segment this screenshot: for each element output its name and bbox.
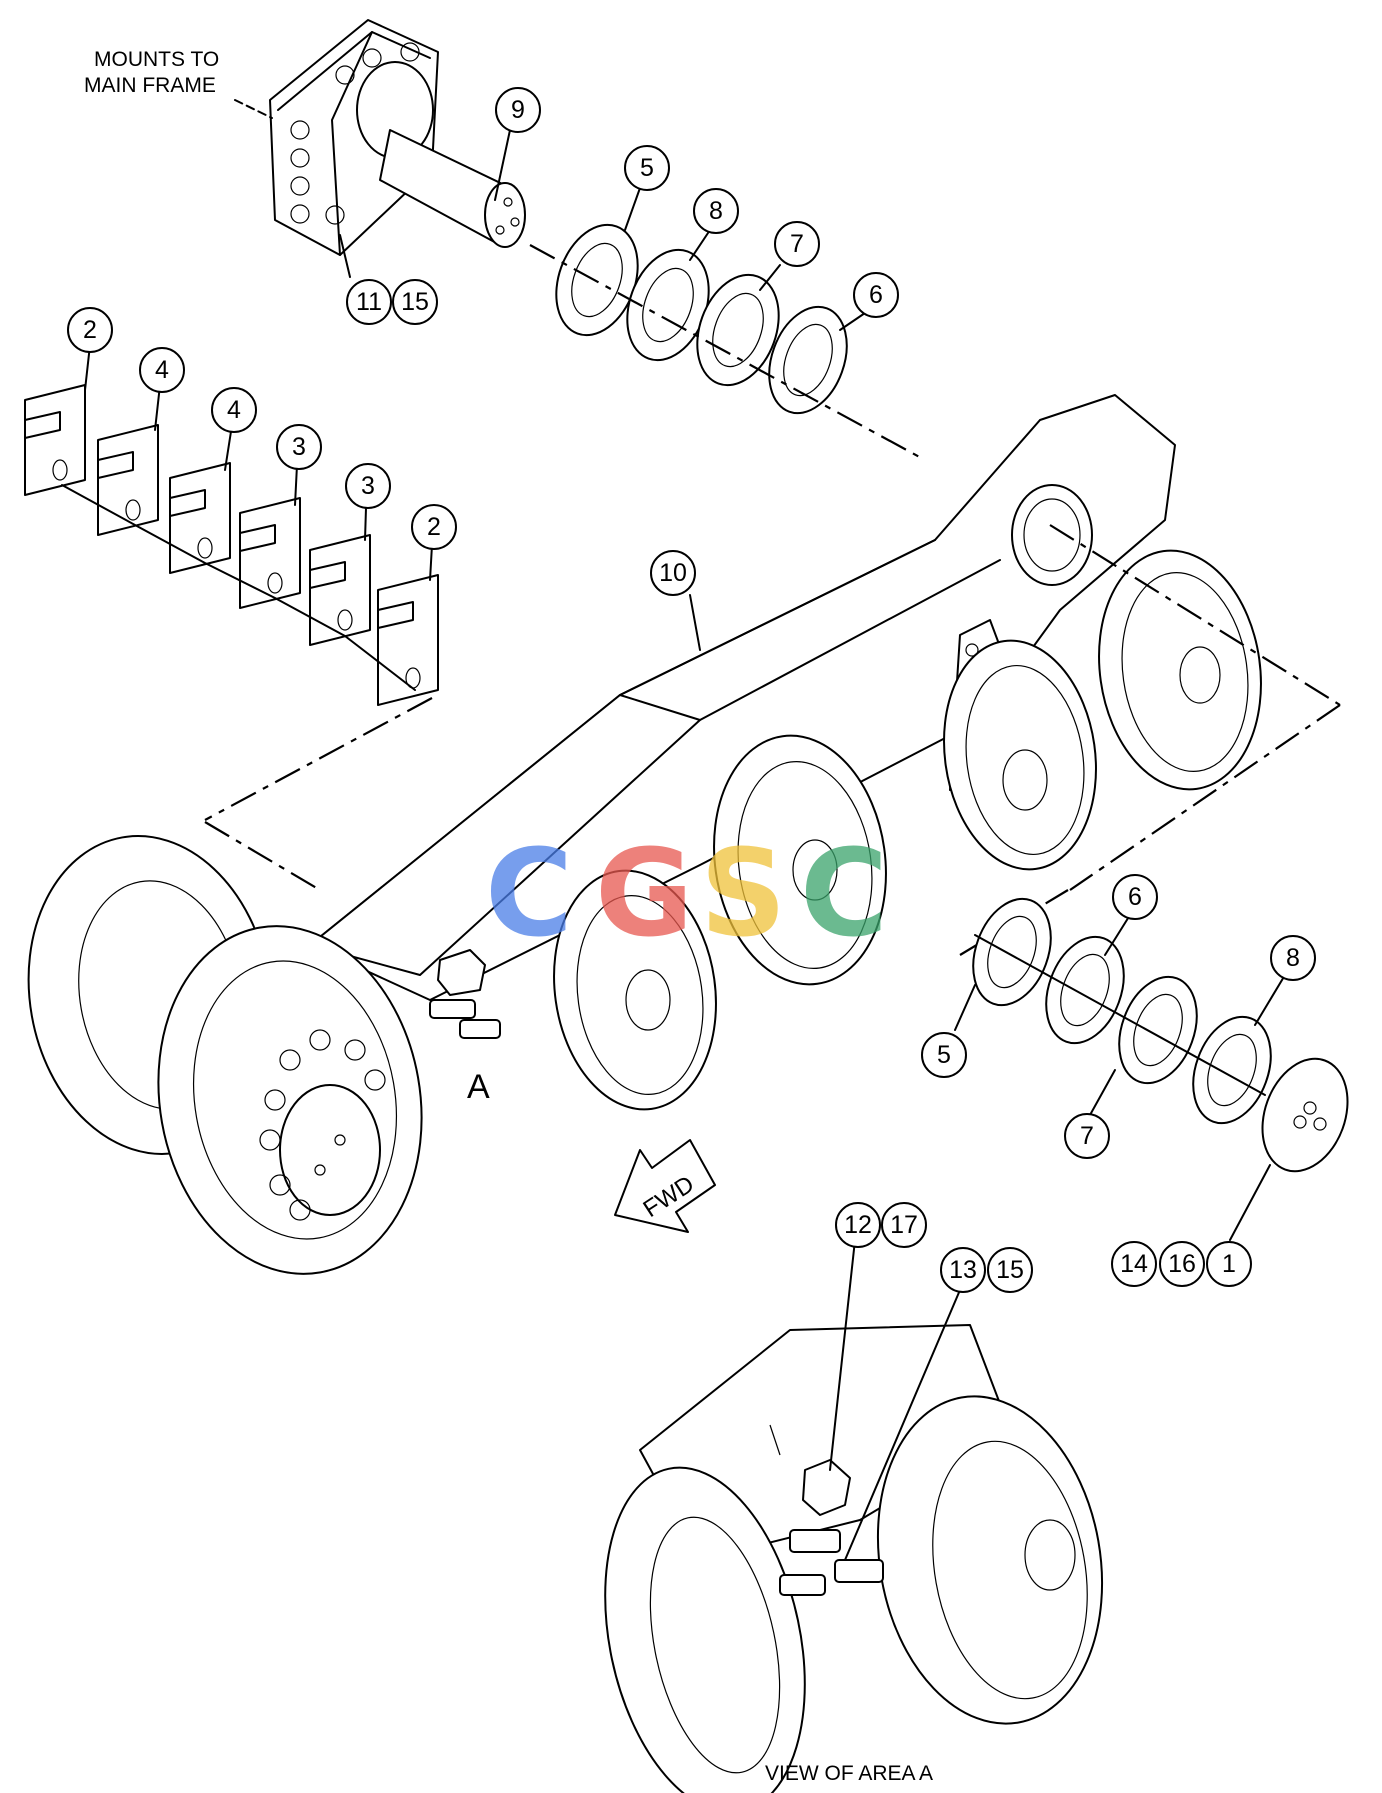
front-idler-wheel	[27, 835, 423, 1275]
middle-front-roller	[713, 734, 887, 986]
mounting-pin-assembly	[234, 19, 526, 256]
callout-5-lower: 5	[921, 1032, 967, 1078]
callout-9-number: 9	[511, 96, 525, 124]
callout-3-first: 3	[276, 424, 322, 470]
callout-14: 14	[1111, 1241, 1157, 1287]
callout-7-upper-number: 7	[790, 230, 804, 258]
shim-stack	[24, 384, 439, 821]
cgsc-watermark: C G S C	[485, 825, 888, 964]
callout-4-first: 4	[139, 347, 185, 393]
callout-8-lower: 8	[1270, 935, 1316, 981]
callout-15-upper: 15	[392, 279, 438, 325]
callout-5-upper: 5	[624, 145, 670, 191]
callout-10: 10	[650, 550, 696, 596]
mounts-label-line2: MAIN FRAME	[84, 74, 216, 97]
callout-13: 13	[940, 1247, 986, 1293]
callout-15-lower: 15	[987, 1247, 1033, 1293]
callout-15-lower-number: 15	[996, 1256, 1024, 1284]
upper-washer-stack	[529, 223, 926, 461]
callout-6-lower: 6	[1112, 874, 1158, 920]
watermark-letter-4: C	[800, 825, 888, 964]
callout-6-upper: 6	[853, 272, 899, 318]
area-a-detail-view	[604, 1324, 1104, 1793]
rear-pin-axis-line-2	[1069, 704, 1341, 891]
callout-8-upper-number: 8	[709, 197, 723, 225]
callout-17-number: 17	[890, 1211, 918, 1239]
callout-16: 16	[1159, 1241, 1205, 1287]
callout-7-upper: 7	[774, 221, 820, 267]
callout-6-upper-number: 6	[869, 281, 883, 309]
lower-washer-stack	[972, 897, 1349, 1173]
callout-5-lower-number: 5	[937, 1041, 951, 1069]
callout-4-second: 4	[211, 387, 257, 433]
mounts-label-line1: MOUNTS TO	[94, 48, 219, 71]
callout-1: 1	[1206, 1241, 1252, 1287]
callout-5-upper-number: 5	[640, 154, 654, 182]
callout-12-number: 12	[844, 1211, 872, 1239]
bolt-cluster-area-a	[429, 949, 501, 1039]
callout-11-number: 11	[356, 288, 382, 316]
callout-4-second-number: 4	[227, 396, 241, 424]
callout-12: 12	[835, 1202, 881, 1248]
callout-2-left: 2	[67, 307, 113, 353]
watermark-letter-3: S	[700, 825, 786, 964]
callout-2-left-number: 2	[83, 316, 97, 344]
callout-11: 11	[346, 279, 392, 325]
callout-7-lower: 7	[1064, 1113, 1110, 1159]
callout-9: 9	[495, 87, 541, 133]
area-a-marker: A	[467, 1068, 490, 1106]
watermark-letter-2: G	[595, 825, 694, 964]
callout-15-upper-number: 15	[401, 288, 429, 316]
callout-1-number: 1	[1222, 1250, 1236, 1278]
leader-lines	[84, 129, 1286, 1561]
forward-arrow: FWD	[614, 1139, 716, 1233]
rear-roller	[1098, 549, 1262, 791]
watermark-letter-1: C	[485, 825, 573, 964]
middle-rear-roller	[943, 639, 1097, 871]
callout-17: 17	[881, 1202, 927, 1248]
callout-3-first-number: 3	[292, 433, 306, 461]
callout-14-number: 14	[1120, 1250, 1148, 1278]
callout-7-lower-number: 7	[1080, 1122, 1094, 1150]
callout-8-upper: 8	[693, 188, 739, 234]
callout-6-lower-number: 6	[1128, 883, 1142, 911]
callout-16-number: 16	[1168, 1250, 1196, 1278]
callout-3-second-number: 3	[361, 472, 375, 500]
front-roller	[553, 869, 717, 1111]
callout-13-number: 13	[949, 1256, 977, 1284]
rear-pin-axis-line	[1049, 524, 1341, 706]
callout-2-right-number: 2	[427, 513, 441, 541]
callout-4-first-number: 4	[155, 356, 169, 384]
callout-2-right: 2	[411, 504, 457, 550]
callout-8-lower-number: 8	[1286, 944, 1300, 972]
frame-reference-line	[204, 821, 321, 891]
view-caption: VIEW OF AREA A	[765, 1762, 933, 1785]
callout-3-second: 3	[345, 463, 391, 509]
callout-10-number: 10	[659, 559, 687, 587]
